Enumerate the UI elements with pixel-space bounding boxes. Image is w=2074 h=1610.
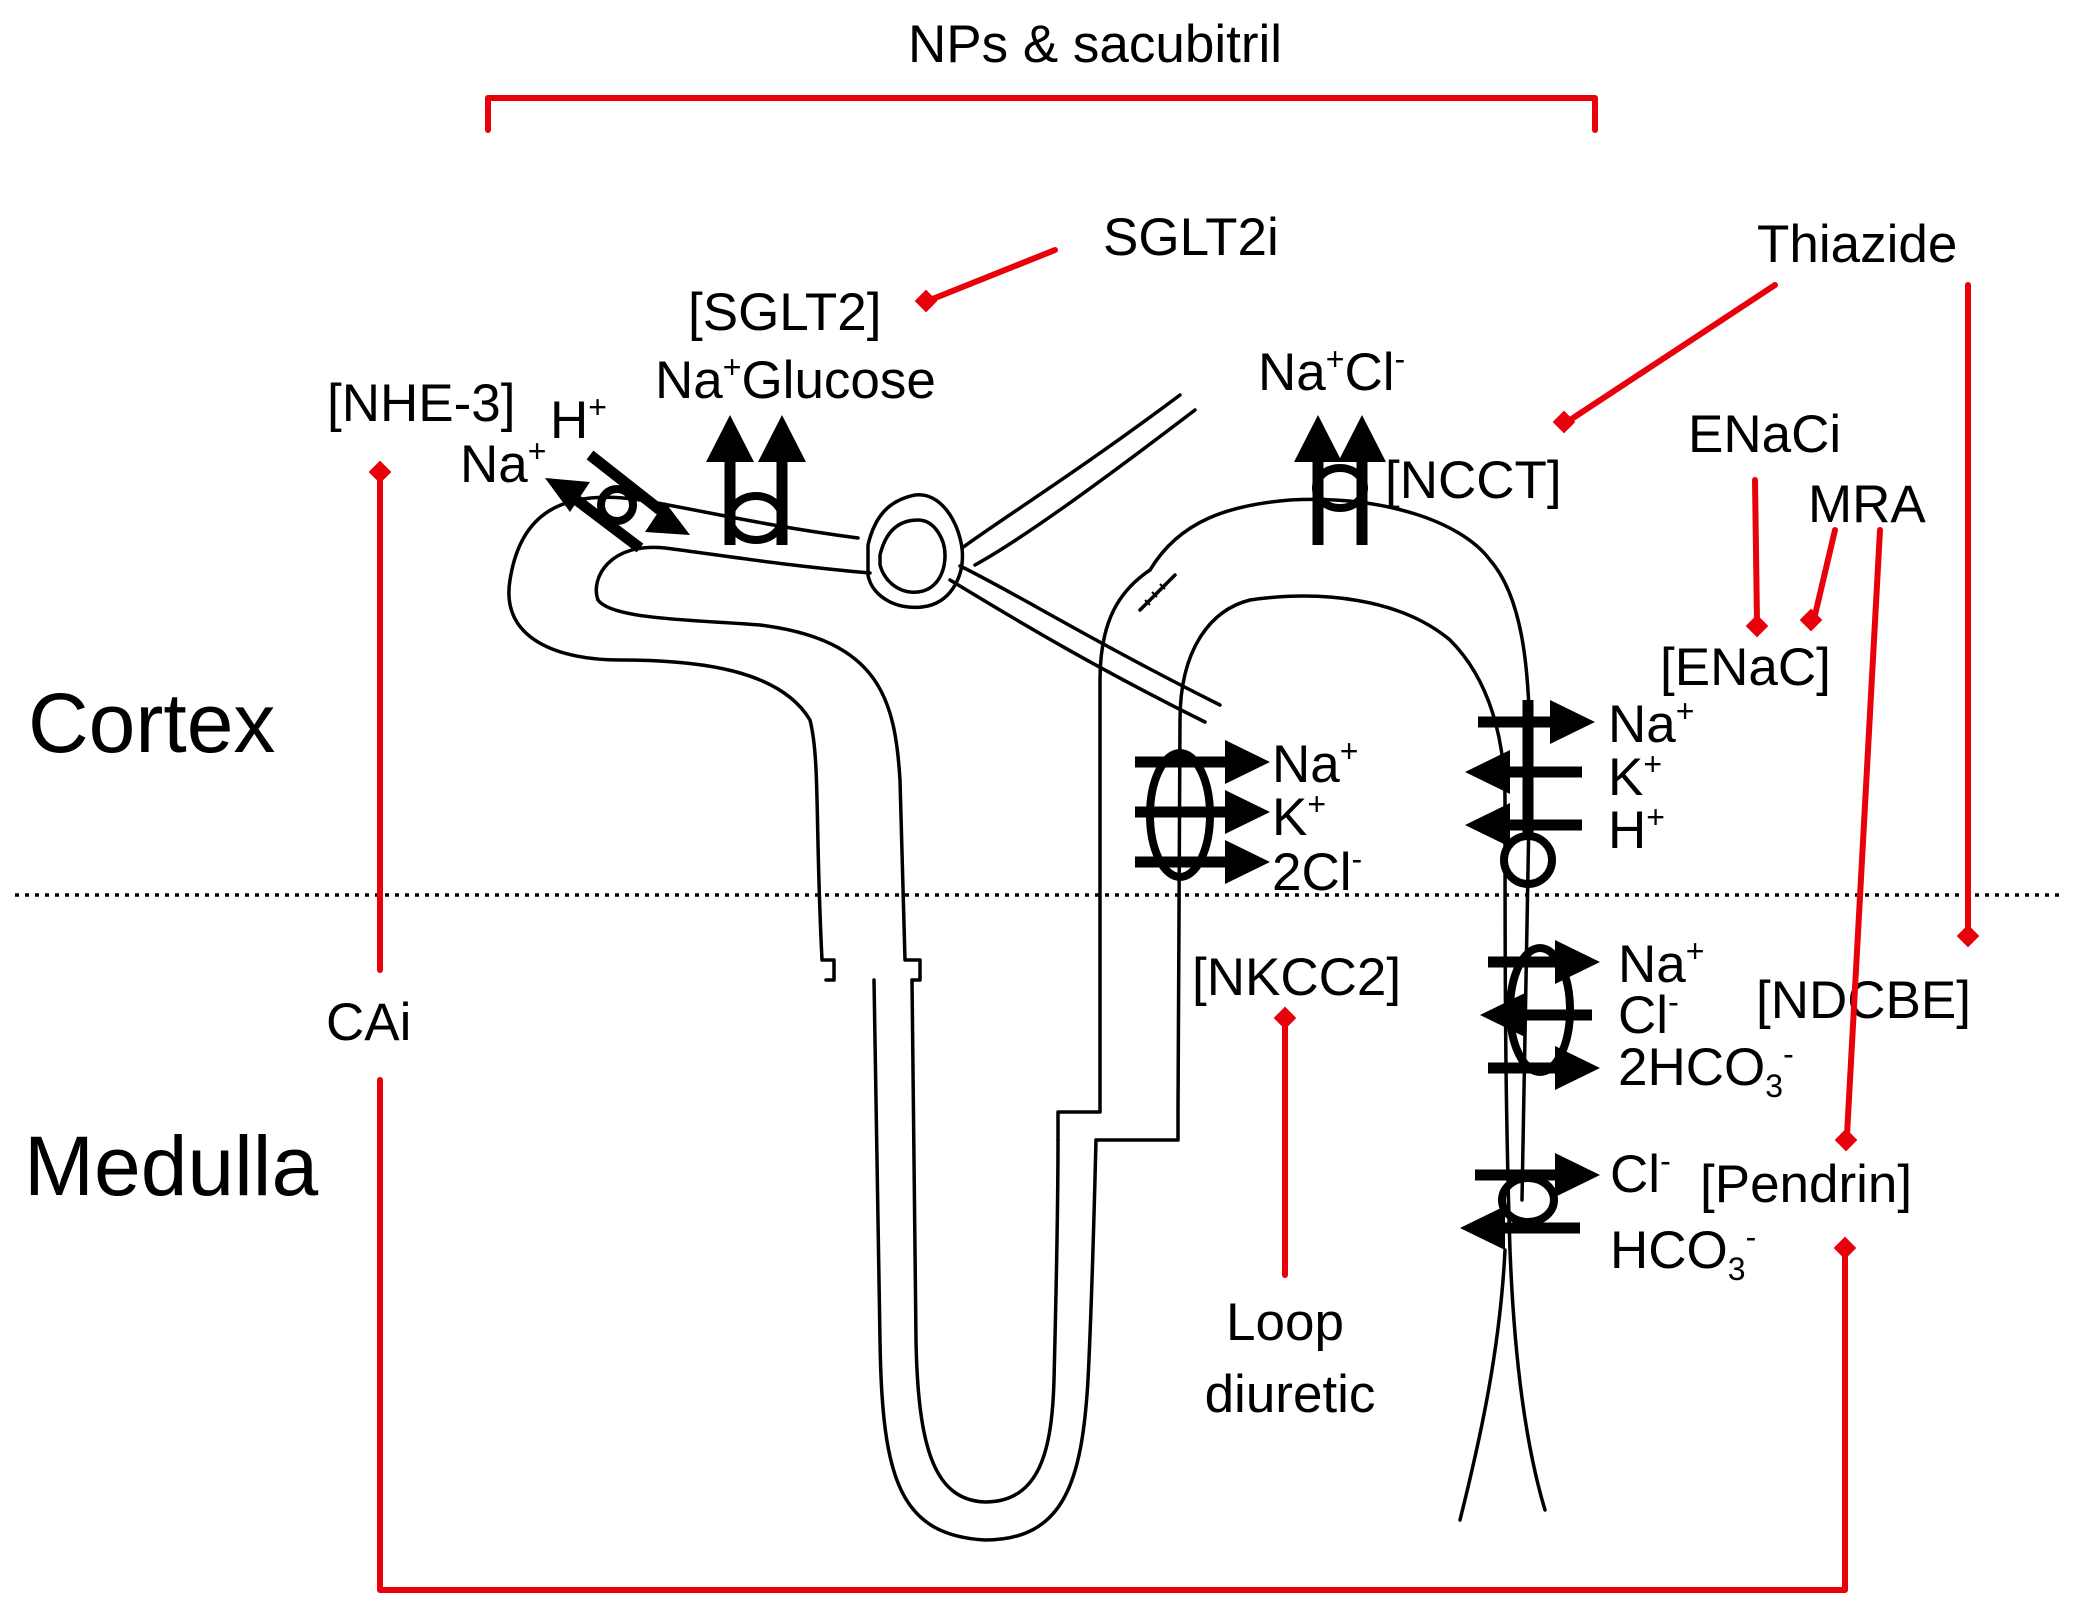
cortex-label: Cortex <box>28 676 275 770</box>
np-bracket <box>485 95 1598 133</box>
sglt2-oval <box>726 492 786 544</box>
pendrin-oval <box>1498 1174 1558 1226</box>
nkcc2-arrowhead-k <box>1225 790 1270 834</box>
ndcbe-arrowhead-na <box>1555 940 1600 984</box>
sglt2-ions-label: Na+Glucose <box>655 349 936 410</box>
pendrin-symbol: Cl- [Pendrin] HCO3- <box>1460 1143 1912 1287</box>
enac-symbol: [ENaC] Na+ K+ H+ <box>1465 638 1831 888</box>
mra-pendrin-line <box>1844 527 1883 1138</box>
nhe3-na-arrowhead <box>545 478 590 512</box>
enac-label: [ENaC] <box>1660 638 1831 697</box>
pendrin-hco-label: HCO3- <box>1610 1219 1756 1287</box>
mra-enac-tip <box>1799 608 1823 632</box>
enac-oval <box>1500 832 1556 888</box>
sglt2i-inhibition-line <box>927 247 1058 303</box>
enac-arrowhead-k <box>1465 750 1510 794</box>
nephron-tubule <box>507 393 1547 1542</box>
sglt2-arrowhead-left <box>706 415 754 462</box>
nkcc2-cl-label: 2Cl- <box>1272 841 1362 902</box>
ndcbe-symbol: Na+ Cl- 2HCO3- [NDCBE] <box>1480 933 1971 1104</box>
cai-pendrin-tip <box>1833 1236 1857 1260</box>
sglt2i-label: SGLT2i <box>1103 208 1279 267</box>
ncct-arrowhead-left <box>1294 415 1342 462</box>
enac-arrowhead-h <box>1465 803 1510 847</box>
enaci-enac-tip <box>1745 614 1769 638</box>
ndcbe-cl-label: Cl- <box>1618 984 1679 1045</box>
nkcc2-arrowhead-cl <box>1225 840 1270 884</box>
ncct-oval <box>1312 464 1368 512</box>
nhe3-label: [NHE-3] <box>327 374 515 433</box>
thiazide-ncct-tip <box>1552 410 1576 434</box>
nhe3-symbol: [NHE-3] H+ Na+ <box>327 374 690 553</box>
cai-pendrin-line <box>377 1077 1848 1593</box>
enac-na-label: Na+ <box>1608 693 1694 754</box>
mra-label: MRA <box>1808 475 1926 534</box>
sglt2-arrowhead-right <box>758 415 806 462</box>
nkcc2-symbol: Na+ K+ 2Cl- [NKCC2] <box>1135 733 1401 1007</box>
enaci-label: ENaCi <box>1688 405 1841 464</box>
np-sacubitril-label: NPs & sacubitril <box>908 15 1282 74</box>
mra-pendrin-tip <box>1834 1128 1858 1152</box>
mra-enac-line <box>1812 527 1838 618</box>
pendrin-label: [Pendrin] <box>1700 1155 1912 1214</box>
loop-diuretic-label-line2: diuretic <box>1205 1365 1376 1424</box>
ndcbe-label: [NDCBE] <box>1756 971 1971 1030</box>
thiazide-ndcbe-tip <box>1956 924 1980 948</box>
pendrin-arrowhead-hco <box>1460 1206 1505 1250</box>
ncct-arrowhead-right <box>1338 415 1386 462</box>
ndcbe-na-label: Na+ <box>1618 933 1704 994</box>
sglt2i-inhibition-tip <box>914 289 938 313</box>
pendrin-arrowhead-cl <box>1555 1153 1600 1197</box>
nhe3-h-arrow <box>586 450 664 515</box>
nhe3-na-label: Na+ <box>460 433 546 494</box>
cai-nhe3-tip <box>368 460 392 484</box>
pendrin-cl-label: Cl- <box>1610 1143 1671 1204</box>
nkcc2-arrowhead-na <box>1225 740 1270 784</box>
ncct-label: [NCCT] <box>1385 451 1562 510</box>
sglt2-symbol: [SGLT2] Na+Glucose <box>655 283 936 545</box>
nhe3-oval <box>597 485 637 525</box>
loop-diuretic-label-line1: Loop <box>1226 1293 1344 1352</box>
nhe3-h-arrowhead <box>645 502 690 535</box>
thiazide-label: Thiazide <box>1757 215 1957 274</box>
ncct-symbol: Na+Cl- [NCCT] <box>1258 341 1562 545</box>
nkcc2-label: [NKCC2] <box>1192 948 1401 1007</box>
ncct-ions-label: Na+Cl- <box>1258 341 1405 402</box>
enaci-enac-line <box>1752 477 1760 625</box>
thiazide-ncct-line <box>1567 282 1778 423</box>
enac-k-label: K+ <box>1608 746 1662 807</box>
nkcc2-k-label: K+ <box>1272 786 1326 847</box>
nkcc2-na-label: Na+ <box>1272 733 1358 794</box>
nhe3-h-label: H+ <box>550 389 607 450</box>
enac-h-label: H+ <box>1608 799 1665 860</box>
ndcbe-arrowhead-cl <box>1480 993 1525 1037</box>
loop-nkcc2-tip <box>1273 1006 1297 1030</box>
inhibition-lines <box>368 247 1980 1593</box>
enac-arrowhead-na <box>1550 700 1595 744</box>
sglt2-label: [SGLT2] <box>688 283 881 342</box>
nhe3-na-arrow <box>566 490 644 553</box>
ndcbe-hco-label: 2HCO3- <box>1618 1036 1794 1104</box>
cai-label: CAi <box>326 993 411 1052</box>
medulla-label: Medulla <box>24 1119 318 1213</box>
ndcbe-arrowhead-hco <box>1555 1046 1600 1090</box>
